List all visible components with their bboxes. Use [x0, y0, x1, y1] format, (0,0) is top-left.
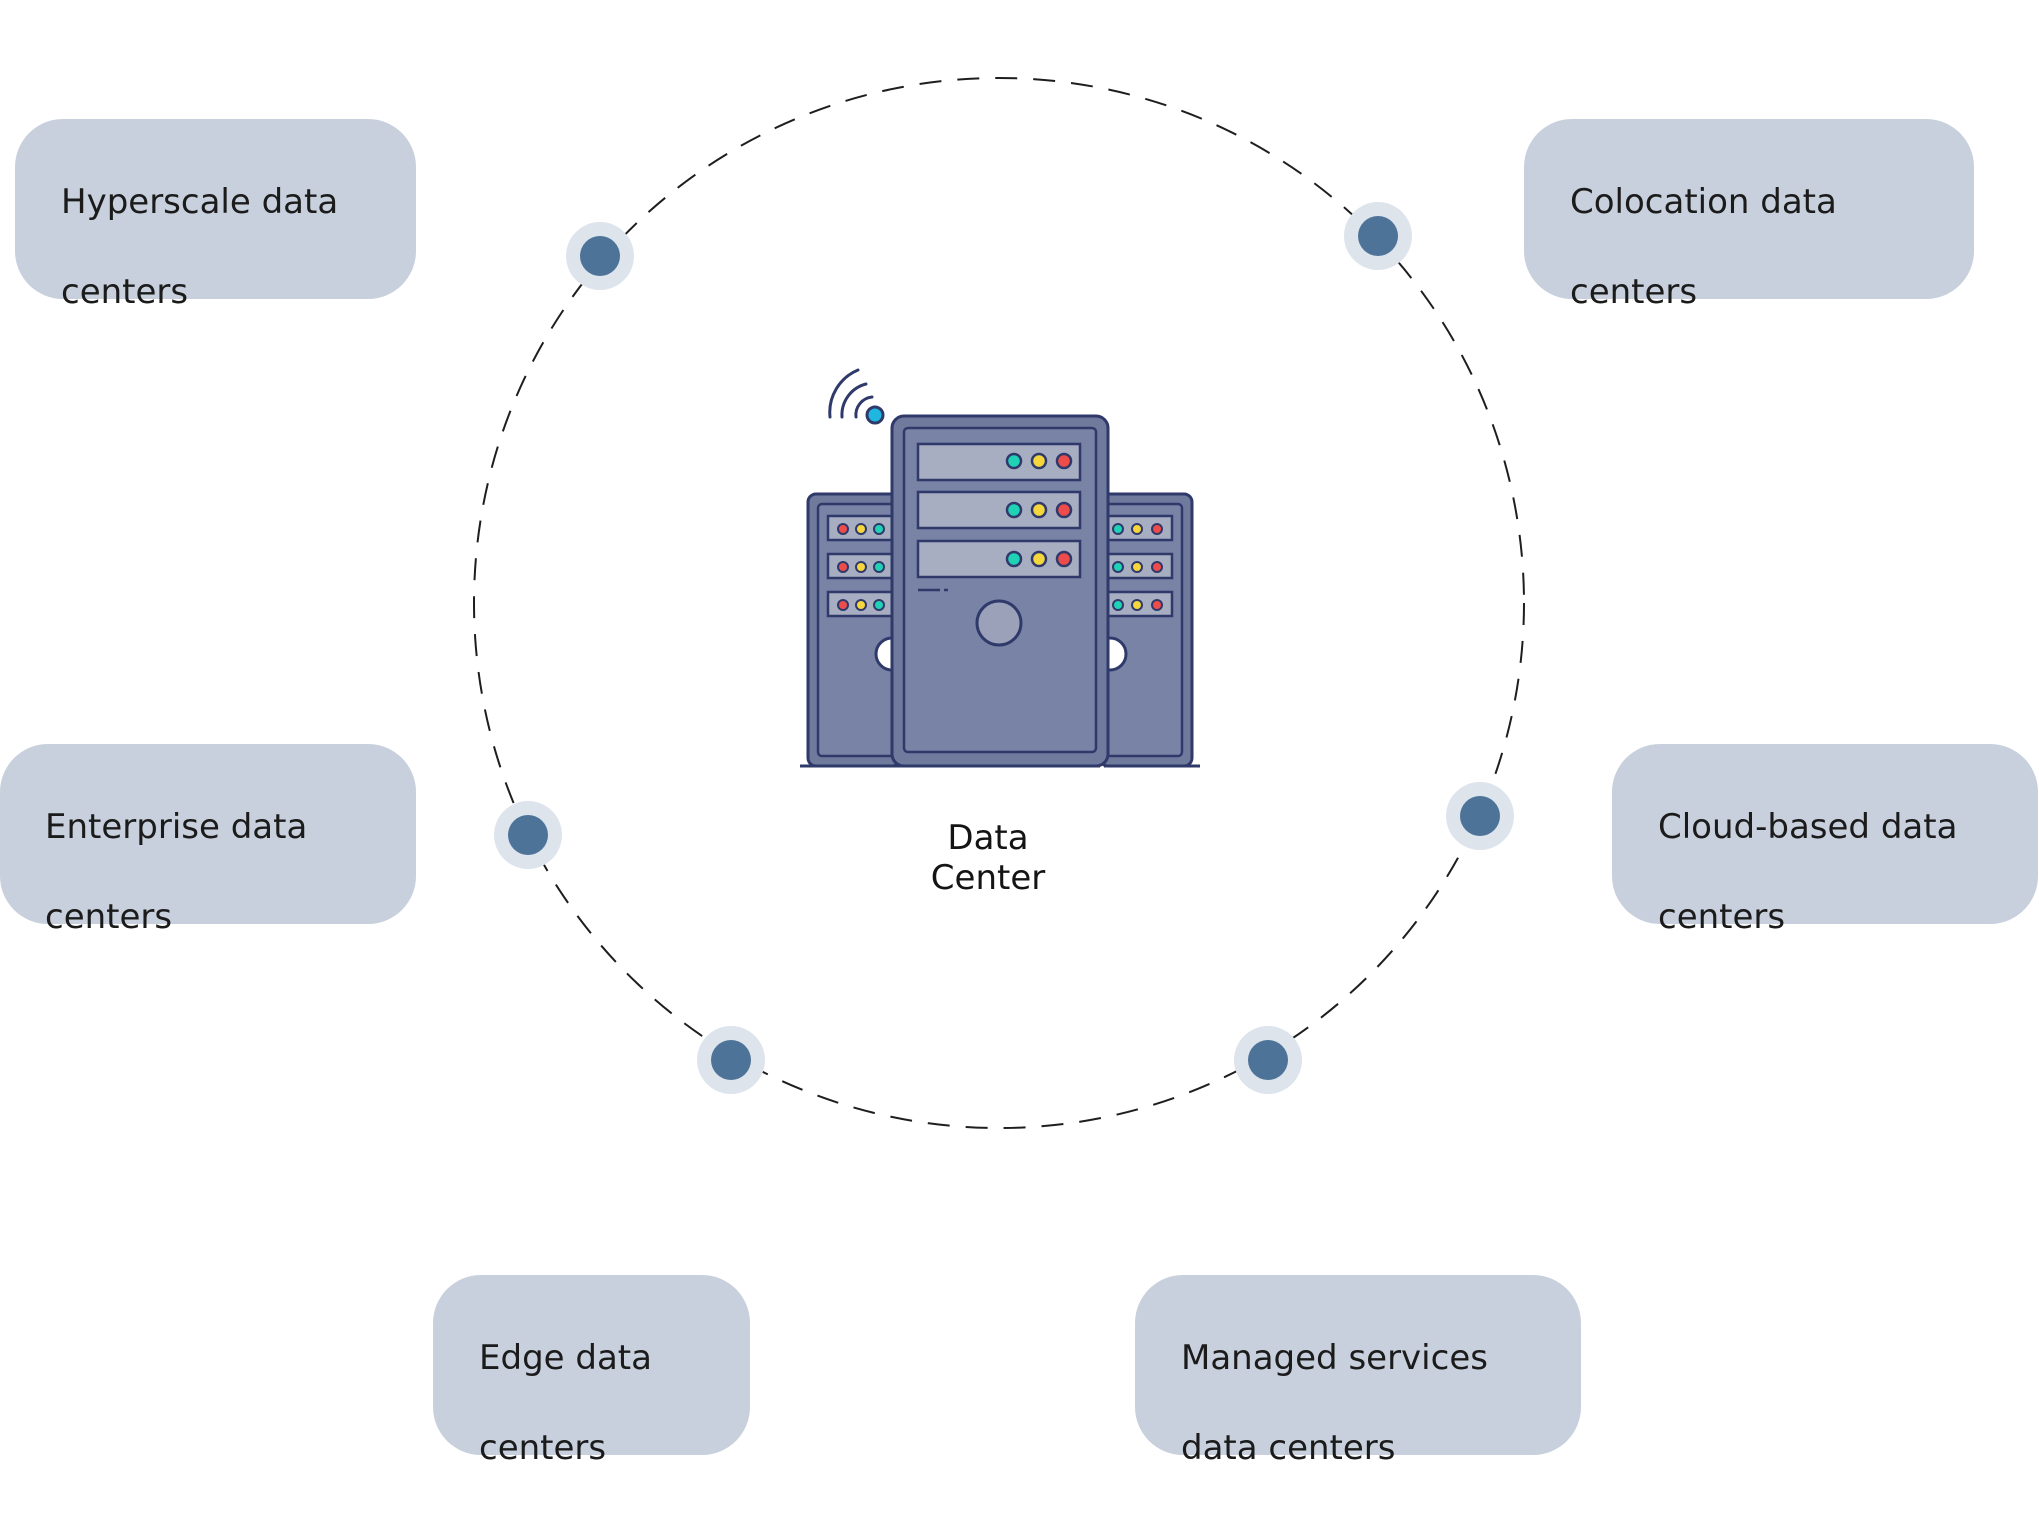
box-edge-label: Edge data centers — [479, 1338, 652, 1468]
node-edge — [697, 1026, 765, 1094]
box-hyperscale: Hyperscale data centers — [15, 119, 416, 312]
box-cloud-based-label: Cloud-based data centers — [1658, 807, 1958, 937]
box-enterprise-label: Enterprise data centers — [45, 807, 308, 937]
orbit-ring — [473, 77, 1525, 1129]
node-managed-services — [1234, 1026, 1302, 1094]
node-colocation — [1344, 202, 1412, 270]
box-colocation: Colocation data centers — [1524, 119, 1974, 312]
box-enterprise: Enterprise data centers — [0, 744, 416, 937]
box-managed-services: Managed services data centers — [1135, 1275, 1581, 1468]
node-cloud-based — [1446, 782, 1514, 850]
wifi-icon — [828, 368, 874, 419]
box-cloud-based: Cloud-based data centers — [1612, 744, 2038, 937]
node-enterprise — [494, 801, 562, 869]
server-rack-icon — [800, 368, 1200, 768]
center-caption: Data Center — [930, 818, 1046, 898]
box-edge: Edge data centers — [433, 1275, 750, 1468]
box-managed-services-label: Managed services data centers — [1181, 1338, 1488, 1468]
box-colocation-label: Colocation data centers — [1570, 182, 1837, 312]
node-hyperscale — [566, 222, 634, 290]
box-hyperscale-label: Hyperscale data centers — [61, 182, 339, 312]
